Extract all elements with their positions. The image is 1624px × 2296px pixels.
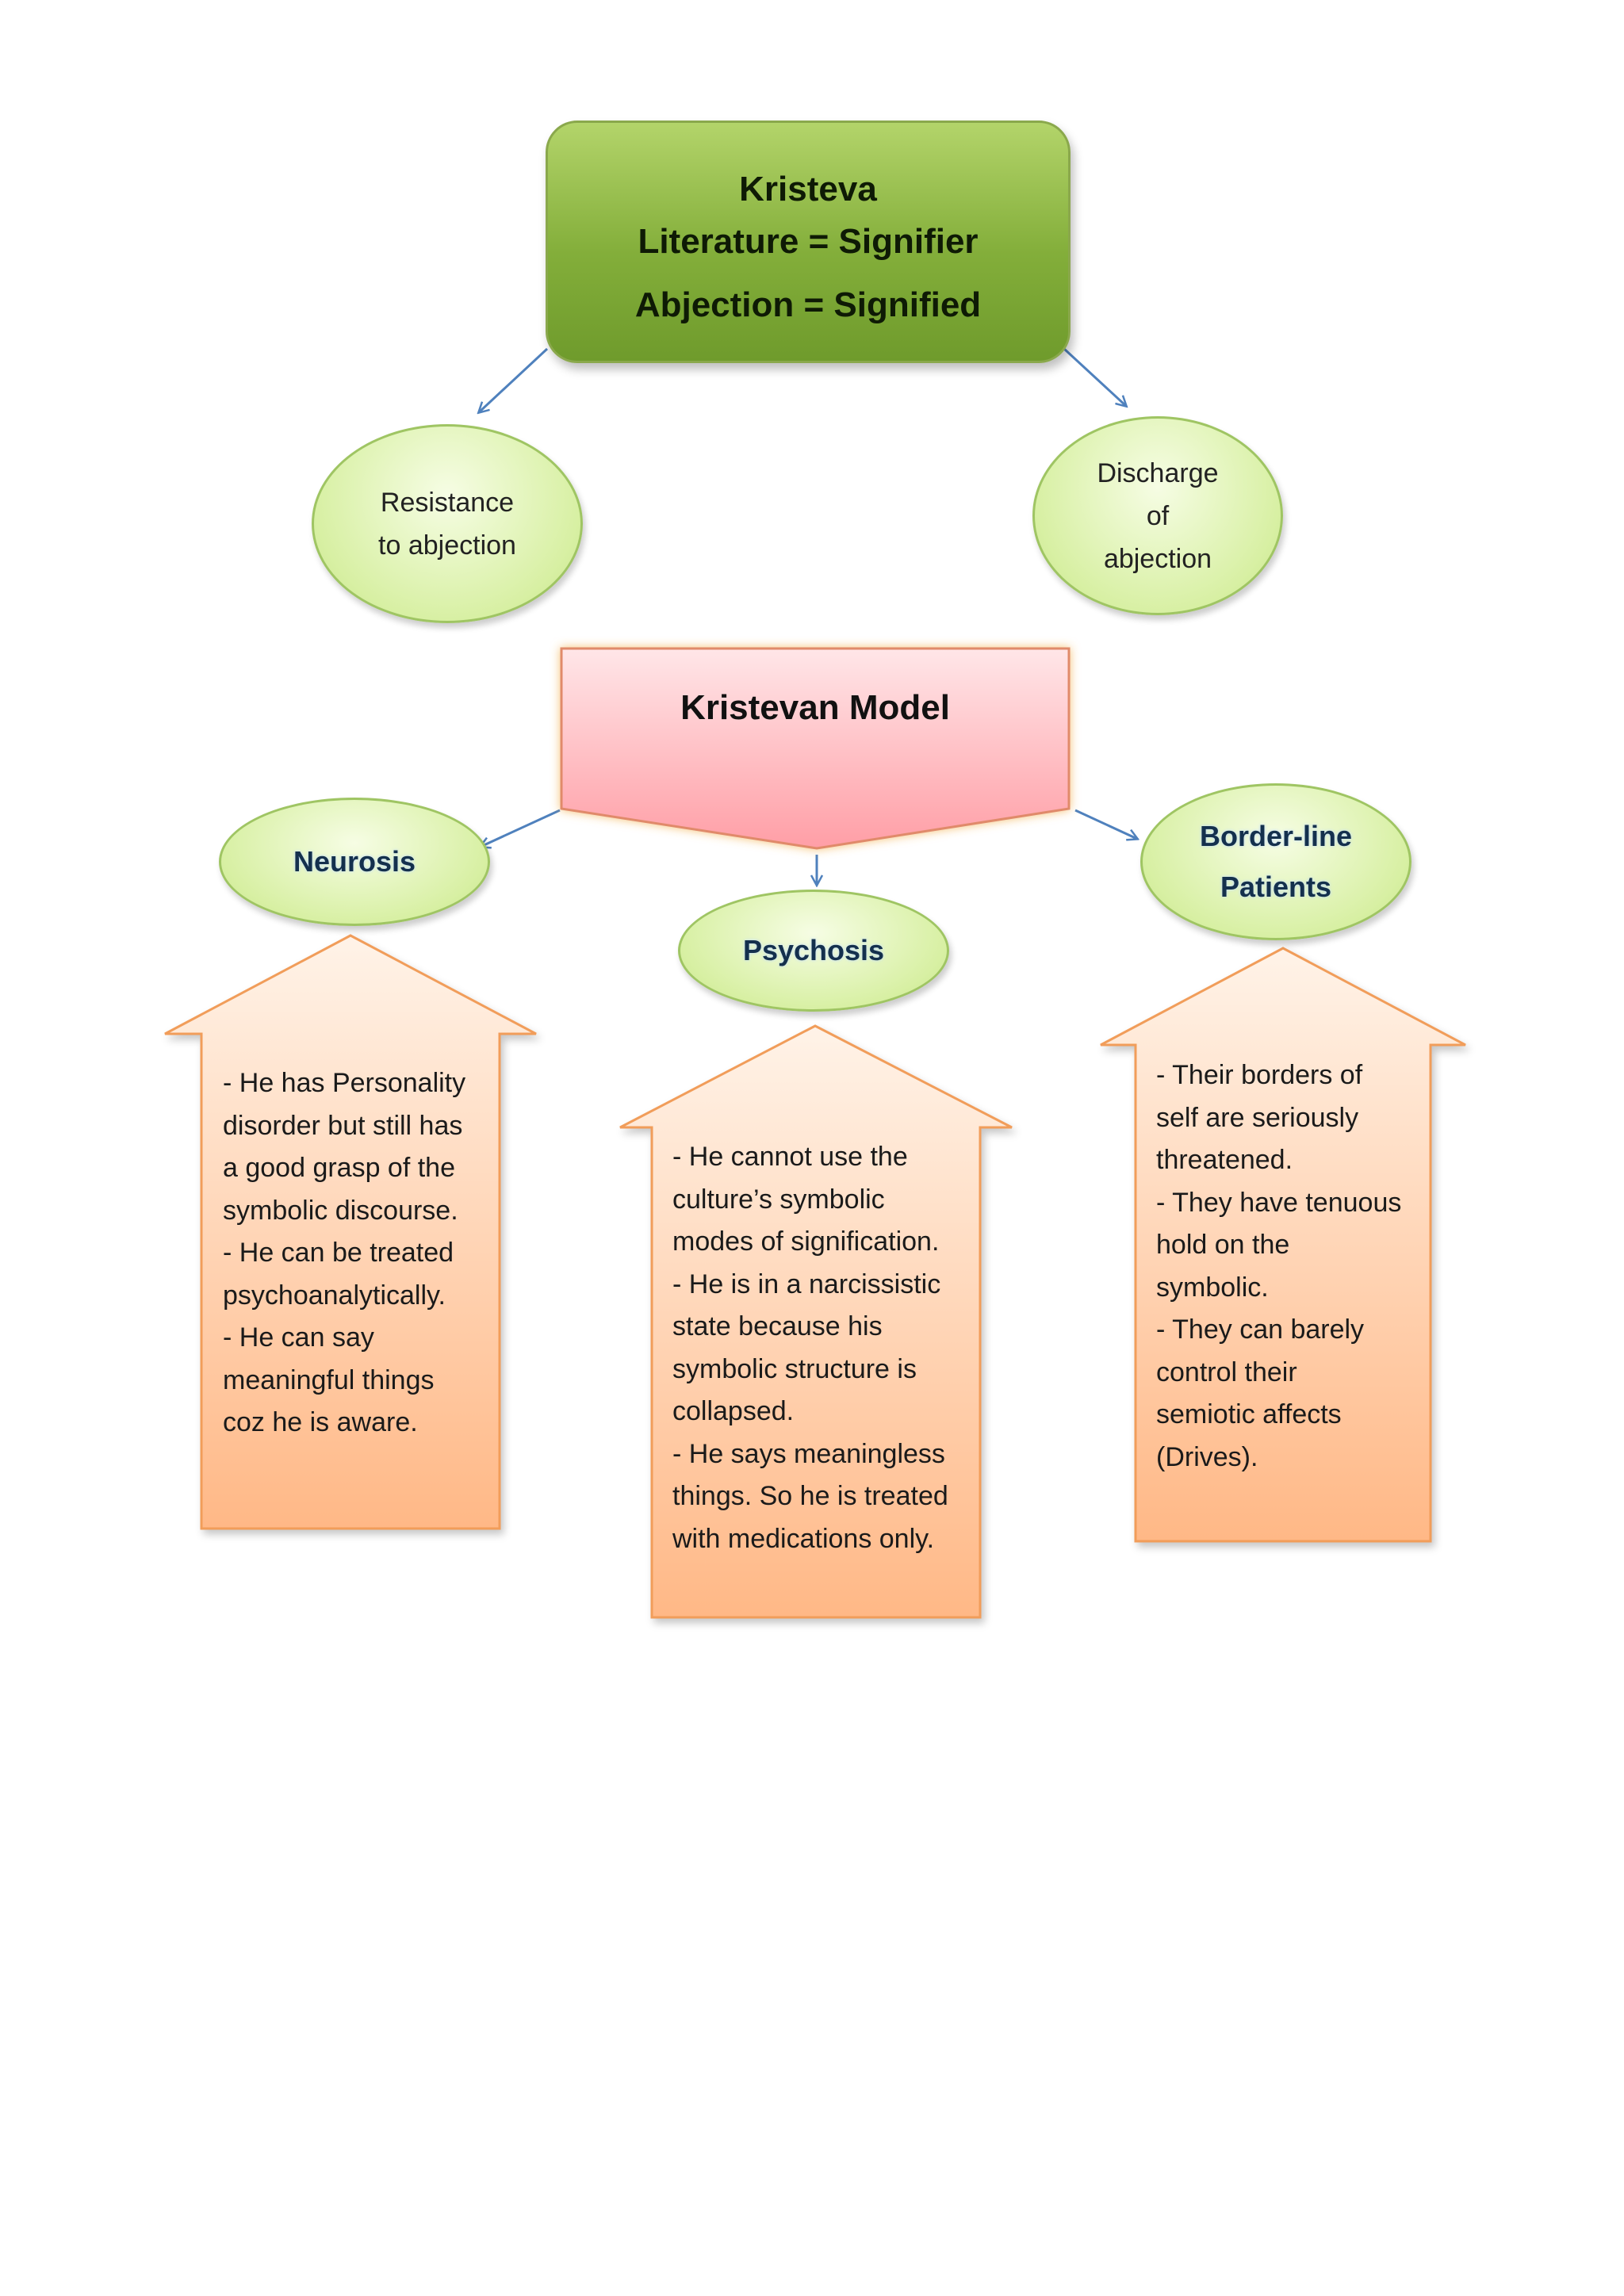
psychosis-desc-line: collapsed.	[672, 1396, 795, 1426]
psychosis-desc-line: things. So he is treated	[672, 1481, 948, 1511]
borderline-desc-line: threatened.	[1156, 1145, 1293, 1175]
borderline-desc-line: - They can barely	[1156, 1314, 1365, 1345]
borderline-desc-line: - Their borders of	[1156, 1060, 1363, 1090]
kristeva-title-box: Kristeva Literature = Signifier Abjectio…	[546, 121, 1071, 363]
kristevan-model-title: Kristevan Model	[680, 688, 950, 727]
neurosis-label: Neurosis	[293, 845, 416, 878]
kristevan-model-shape	[560, 647, 1071, 850]
psychosis-desc-line: symbolic structure is	[672, 1353, 917, 1384]
borderline-desc-line: self are seriously	[1156, 1102, 1359, 1133]
borderline-ellipse: Border-line Patients	[1140, 783, 1411, 940]
borderline-desc-line: semiotic affects	[1156, 1399, 1342, 1429]
psychosis-label: Psychosis	[742, 934, 885, 966]
neurosis-desc-line: psychoanalytically.	[223, 1280, 446, 1311]
neurosis-desc-line: meaningful things	[223, 1364, 435, 1395]
psychosis-desc-line: state because his	[672, 1311, 883, 1341]
connector-to-resistance	[479, 347, 549, 412]
neurosis-description: - He has Personality disorder but still …	[223, 1062, 465, 1445]
psychosis-desc-line: with medications only.	[672, 1523, 935, 1554]
title-abjection-signified: Abjection = Signified	[634, 285, 982, 324]
connector-to-borderline	[1074, 809, 1137, 839]
psychosis-desc-line: - He says meaningless	[672, 1438, 945, 1469]
resistance-ellipse: Resistance to abjection	[312, 424, 583, 623]
psychosis-ellipse: Psychosis	[678, 890, 949, 1012]
neurosis-desc-line: disorder but still has	[223, 1110, 463, 1141]
resistance-line-1: Resistance	[380, 487, 515, 518]
borderline-desc-line: control their	[1156, 1357, 1297, 1387]
title-kristeva: Kristeva	[739, 170, 877, 209]
borderline-desc-line: symbolic.	[1156, 1272, 1269, 1303]
discharge-ellipse: Discharge of abjection	[1032, 416, 1283, 615]
connector-to-neurosis	[481, 809, 561, 847]
neurosis-desc-line: - He can say	[223, 1322, 374, 1353]
neurosis-desc-line: - He can be treated	[223, 1238, 454, 1268]
borderline-description: - Their borders of self are seriously th…	[1156, 1054, 1401, 1479]
neurosis-ellipse: Neurosis	[219, 798, 490, 926]
discharge-line-3: abjection	[1103, 543, 1212, 574]
resistance-line-2: to abjection	[378, 530, 516, 561]
borderline-desc-line: - They have tenuous	[1156, 1187, 1402, 1218]
neurosis-desc-line: symbolic discourse.	[223, 1195, 458, 1226]
neurosis-arrow-card	[164, 934, 537, 1530]
psychosis-arrow-card	[619, 1024, 1013, 1619]
psychosis-desc-line: - He cannot use the	[672, 1142, 908, 1172]
neurosis-desc-line: coz he is aware.	[223, 1407, 418, 1437]
borderline-label-2: Patients	[1220, 871, 1332, 903]
neurosis-desc-line: - He has Personality	[223, 1068, 466, 1098]
borderline-label-1: Border-line	[1199, 820, 1353, 852]
neurosis-desc-line: a good grasp of the	[223, 1153, 456, 1183]
borderline-desc-line: (Drives).	[1156, 1441, 1258, 1472]
psychosis-desc-line: - He is in a narcissistic	[672, 1269, 941, 1299]
psychosis-desc-line: culture’s symbolic	[672, 1184, 885, 1215]
discharge-line-1: Discharge	[1097, 457, 1219, 488]
psychosis-description: - He cannot use the culture’s symbolic m…	[672, 1136, 948, 1560]
psychosis-desc-line: modes of signification.	[672, 1226, 940, 1257]
connector-to-discharge	[1063, 347, 1126, 406]
borderline-arrow-card	[1100, 947, 1466, 1543]
title-literature-signifier: Literature = Signifier	[638, 222, 979, 261]
borderline-desc-line: hold on the	[1156, 1230, 1290, 1260]
discharge-line-2: of	[1146, 500, 1170, 531]
